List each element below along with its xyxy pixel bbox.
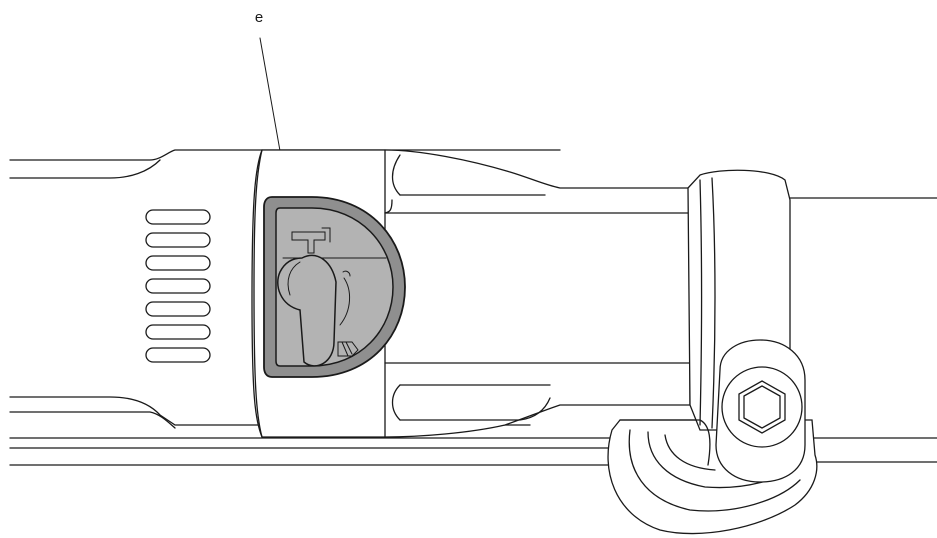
- vent-slot: [145, 255, 211, 271]
- ventilation-slots: [145, 209, 211, 363]
- vent-slot: [145, 278, 211, 294]
- mode-selector-switch: [263, 196, 406, 378]
- selector-knob: [277, 254, 337, 367]
- lower-front: [619, 419, 711, 466]
- hex-bolt-clamp: [715, 339, 806, 483]
- vent-slot: [145, 209, 211, 225]
- base-rails: [9, 437, 937, 466]
- callout-label-e: e: [255, 9, 263, 26]
- vent-slot: [145, 232, 211, 248]
- rotation-mode-icon: [339, 277, 350, 326]
- hammer-mode-icon: [291, 231, 326, 254]
- vent-slot: [145, 347, 211, 363]
- drill-mode-icon: [337, 341, 359, 357]
- hex-bolt-head: [738, 380, 786, 434]
- vent-slot: [145, 324, 211, 340]
- vent-slot: [145, 301, 211, 317]
